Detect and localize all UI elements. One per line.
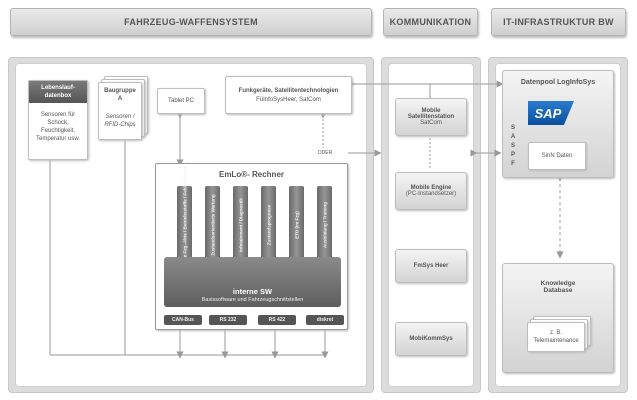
sinn-daten-label: SinN Daten — [541, 153, 573, 159]
module-bar-zustandsprognose: Zustandsprognose — [261, 186, 276, 264]
mobile-engine-line2: (PC-Instandsetzer) — [405, 191, 457, 197]
baugruppe-body-line2: RFID-Chips — [104, 122, 136, 128]
oder-label: ODER — [317, 150, 333, 156]
mobile-engine-box: Mobile Engine (PC-Instandsetzer) — [395, 172, 467, 210]
lebenslauf-header — [29, 81, 87, 103]
zb-line1: z. B. — [549, 330, 562, 336]
fmsys-heer-box: FmSys Heer — [395, 249, 467, 283]
baugruppe-body: Sensoren / RFID-Chips — [99, 113, 141, 129]
lebenslauf-body-line4: Temperatur usw. — [35, 136, 81, 142]
port-can-bus: CAN-Bus — [164, 315, 202, 325]
mobile-sat-line3: SatCom — [420, 120, 442, 126]
lebenslauf-body: Sensoren für Schock, Feuchtigkeit, Tempe… — [29, 111, 87, 143]
lebenslauf-title-line2: datenbox — [44, 93, 72, 99]
baugruppe-body-line1: Sensoren / — [105, 114, 135, 120]
emlo-rechner: EmLo®- Rechner Elektronische Fzg.-Akte /… — [155, 163, 348, 330]
interne-sw-title: interne SW — [232, 287, 273, 296]
emlo-title: EmLo®- Rechner — [218, 170, 284, 179]
lebenslauf-body-line3: Feuchtigkeit, — [40, 128, 76, 134]
interne-sw-subtitle: Basissoftware und Fahrzeugschnittstellen — [201, 297, 304, 303]
header-kommunikation: KOMMUNIKATION — [383, 8, 478, 36]
module-label-zustandsprognose: Zustandsprognose — [266, 204, 271, 246]
module-label-infotainment: Infotainment / Diagnostik — [238, 198, 243, 252]
mobile-sat-line2: Satellitenstation — [407, 114, 455, 120]
fmsys-label: FmSys Heer — [413, 263, 449, 269]
tablet-pc-box: Tablet PC — [157, 88, 205, 114]
funkgeraete-box: Funkgeräte, Satellitentechnologien FüInf… — [225, 76, 352, 114]
interne-sw-block: interne SW Basissoftware und Fahrzeugsch… — [164, 257, 341, 307]
funk-subtitle: FüInfoSysHeer, SatCom — [256, 97, 321, 103]
tablet-pc-label: Tablet PC — [167, 98, 194, 104]
saspf-letter-a: A — [510, 134, 516, 140]
zb-telemaintenance-box: z. B. Telemaintenance — [527, 322, 585, 352]
datenpool-title: Datenpool LogInfoSys — [520, 79, 596, 86]
saspf-letter-s2: S — [510, 143, 515, 149]
zb-line2: Telemaintenance — [533, 338, 579, 344]
saspf-letter-p: P — [510, 152, 515, 158]
module-bar-etd: ETD (im Fzg) — [289, 186, 304, 264]
sinn-daten-box: SinN Daten — [528, 142, 586, 170]
port-rs232: RS 232 — [209, 315, 247, 325]
funk-title: Funkgeräte, Satellitentechnologien — [238, 88, 339, 94]
module-bar-infotainment: Infotainment / Diagnostik — [233, 186, 248, 264]
header-fahrzeug-waffensystem: FAHRZEUG-WAFFENSYSTEM — [10, 8, 372, 36]
module-bar-wartung: Zustandsorientierte Wartung — [205, 186, 220, 264]
port-rs422: RS 422 — [258, 315, 296, 325]
knowledge-line1: Knowledge — [540, 280, 576, 287]
module-label-ausbildung: Ausbildung / Training — [322, 202, 327, 248]
knowledge-line2: Database — [543, 287, 573, 294]
module-label-etd: ETD (im Fzg) — [294, 211, 299, 239]
mobikomm-label: MobiKommSys — [409, 336, 453, 342]
baugruppe-a: Baugruppe A Sensoren / RFID-Chips — [98, 82, 142, 140]
module-bar-fzg-akte: Elektronische Fzg.-Akte / Betriebsstoffe… — [177, 166, 192, 284]
mobikommsys-box: MobiKommSys — [395, 322, 467, 356]
port-diskret: diskret — [306, 315, 344, 325]
saspf-letter-f: F — [511, 161, 515, 167]
lebenslauf-body-line2: Schock, — [47, 120, 69, 126]
lebenslauf-body-line1: Sensoren für — [40, 112, 76, 118]
mobile-engine-line1: Mobile Engine — [410, 185, 452, 191]
header-it-infrastruktur: IT-INFRASTRUKTUR BW — [491, 8, 626, 36]
lebenslauf-title: Lebenslauf- datenbox — [29, 84, 87, 100]
saspf-letter-s1: S — [510, 125, 515, 131]
baugruppe-title-line2: A — [117, 96, 123, 102]
saspf-letters: S A S P F — [509, 124, 517, 169]
baugruppe-title-line1: Baugruppe — [104, 88, 136, 94]
sap-logo-text: SAP — [534, 105, 562, 121]
mobile-sat-line1: Mobile — [421, 108, 441, 114]
baugruppe-title: Baugruppe A — [99, 87, 141, 103]
lebenslauf-datenbox: Lebenslauf- datenbox Sensoren für Schock… — [28, 80, 88, 160]
module-label-wartung: Zustandsorientierte Wartung — [210, 194, 215, 256]
mobile-satellitenstation-box: Mobile Satellitenstation SatCom — [395, 98, 467, 136]
module-bar-ausbildung: Ausbildung / Training — [317, 186, 332, 264]
lebenslauf-title-line1: Lebenslauf- — [41, 85, 75, 91]
